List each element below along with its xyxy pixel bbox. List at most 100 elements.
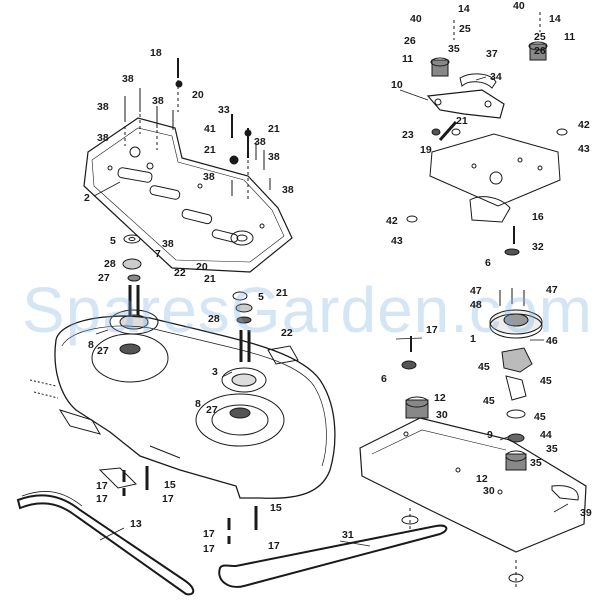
callout-label: 17: [96, 493, 108, 505]
callout-label: 28: [208, 313, 220, 325]
callout-label: 18: [150, 47, 162, 59]
callout-label: 48: [470, 299, 482, 311]
callout-label: 38: [282, 184, 294, 196]
callout-label: 21: [204, 273, 216, 285]
callout-label: 15: [270, 502, 282, 514]
callout-label: 42: [578, 119, 590, 131]
callout-label: 15: [164, 479, 176, 491]
callout-label: 10: [391, 79, 403, 91]
callout-label: 38: [122, 73, 134, 85]
callout-label: 21: [204, 144, 216, 156]
callout-label: 19: [420, 144, 432, 156]
callout-label: 8: [195, 398, 201, 410]
callout-label: 28: [104, 258, 116, 270]
callout-label: 17: [426, 324, 438, 336]
callout-label: 35: [448, 43, 460, 55]
callout-label: 6: [485, 257, 491, 269]
callout-label: 25: [459, 23, 471, 35]
mower-deck: [29, 315, 336, 499]
callout-label: 35: [546, 443, 558, 455]
callout-label: 27: [97, 345, 109, 357]
callout-label: 12: [476, 473, 488, 485]
callout-label: 40: [513, 0, 525, 12]
callout-label: 38: [152, 95, 164, 107]
deck-bolts: [122, 466, 258, 544]
callout-label: 27: [98, 272, 110, 284]
callout-label: 32: [532, 241, 544, 253]
callout-label: 25: [534, 31, 546, 43]
callout-label: 45: [540, 375, 552, 387]
callout-label: 47: [546, 284, 558, 296]
callout-label: 22: [174, 267, 186, 279]
callout-label: 30: [436, 409, 448, 421]
belt-31: [218, 524, 448, 588]
callout-label: 38: [162, 238, 174, 250]
callout-label: 38: [97, 132, 109, 144]
callout-label: 17: [162, 493, 174, 505]
leader-lines: [93, 76, 569, 547]
callout-label: 21: [276, 287, 288, 299]
callout-label: 6: [381, 373, 387, 385]
callout-label: 44: [540, 429, 552, 441]
callout-label: 20: [196, 261, 208, 273]
callout-label: 14: [549, 13, 561, 25]
callout-label: 38: [254, 136, 266, 148]
callout-label: 43: [578, 143, 590, 155]
top-bolts: [124, 58, 271, 200]
callout-label: 17: [203, 528, 215, 540]
callout-label: 46: [546, 335, 558, 347]
callout-label: 13: [130, 518, 142, 530]
callout-label: 1: [470, 333, 476, 345]
spindle-assembly-left: [109, 234, 159, 355]
callout-label: 43: [391, 235, 403, 247]
callout-label: 9: [487, 429, 493, 441]
callout-label: 38: [203, 171, 215, 183]
callout-label: 17: [268, 540, 280, 552]
callout-label: 37: [486, 48, 498, 60]
callout-label: 5: [258, 291, 264, 303]
callout-label: 45: [483, 395, 495, 407]
lower-mounting-plate: [359, 396, 587, 590]
callout-label: 21: [456, 115, 468, 127]
callout-label: 27: [206, 404, 218, 416]
callout-label: 3: [212, 366, 218, 378]
callout-label: 41: [204, 123, 216, 135]
callout-label: 34: [490, 71, 502, 83]
callout-label: 21: [268, 123, 280, 135]
callout-label: 2: [84, 192, 90, 204]
callout-label: 45: [534, 411, 546, 423]
callout-label: 45: [478, 361, 490, 373]
callout-label: 7: [155, 248, 161, 260]
top-plate: [83, 117, 293, 273]
spindle-assembly-right: [221, 291, 267, 419]
callout-label: 8: [88, 339, 94, 351]
callout-label: 35: [530, 457, 542, 469]
callout-label: 16: [532, 211, 544, 223]
callout-label: 33: [218, 104, 230, 116]
callout-label: 22: [281, 327, 293, 339]
callout-label: 11: [402, 53, 414, 65]
callout-label: 5: [110, 235, 116, 247]
callout-label: 11: [564, 31, 576, 43]
callout-label: 30: [483, 485, 495, 497]
callout-label: 17: [203, 543, 215, 555]
callout-label: 23: [402, 129, 414, 141]
callout-label: 39: [580, 507, 592, 519]
callout-label: 17: [96, 480, 108, 492]
callout-label: 14: [458, 3, 470, 15]
callout-label: 42: [386, 215, 398, 227]
callout-label: 26: [534, 45, 546, 57]
callout-label: 31: [342, 529, 354, 541]
callout-label: 38: [97, 101, 109, 113]
callout-label: 20: [192, 89, 204, 101]
callout-label: 12: [434, 392, 446, 404]
belt-13: [16, 491, 195, 596]
callout-label: 38: [268, 151, 280, 163]
callout-label: 47: [470, 285, 482, 297]
callout-label: 26: [404, 35, 416, 47]
upper-gear-bracket: [426, 12, 548, 141]
callout-label: 40: [410, 13, 422, 25]
upper-mounting-plate: [406, 128, 568, 223]
